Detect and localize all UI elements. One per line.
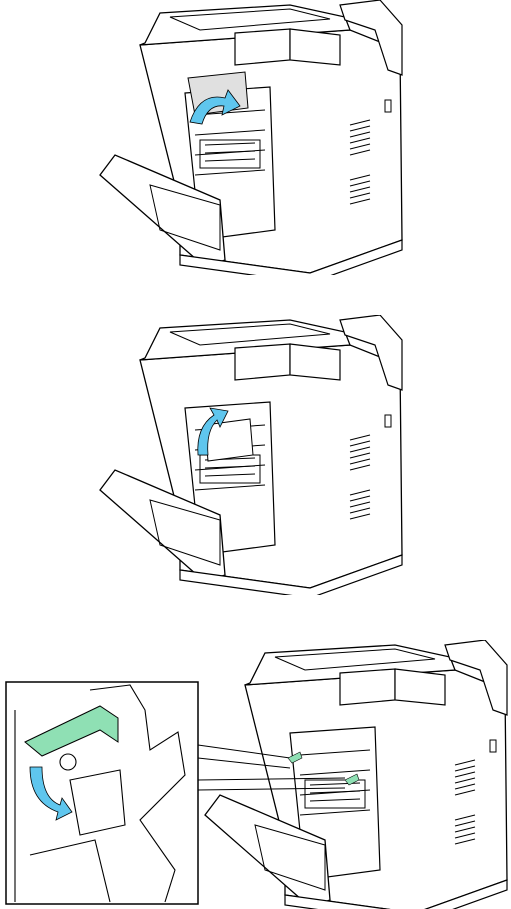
step-1-illustration [0, 0, 511, 275]
step-3-illustration [0, 640, 511, 909]
step-2-illustration [0, 315, 511, 595]
